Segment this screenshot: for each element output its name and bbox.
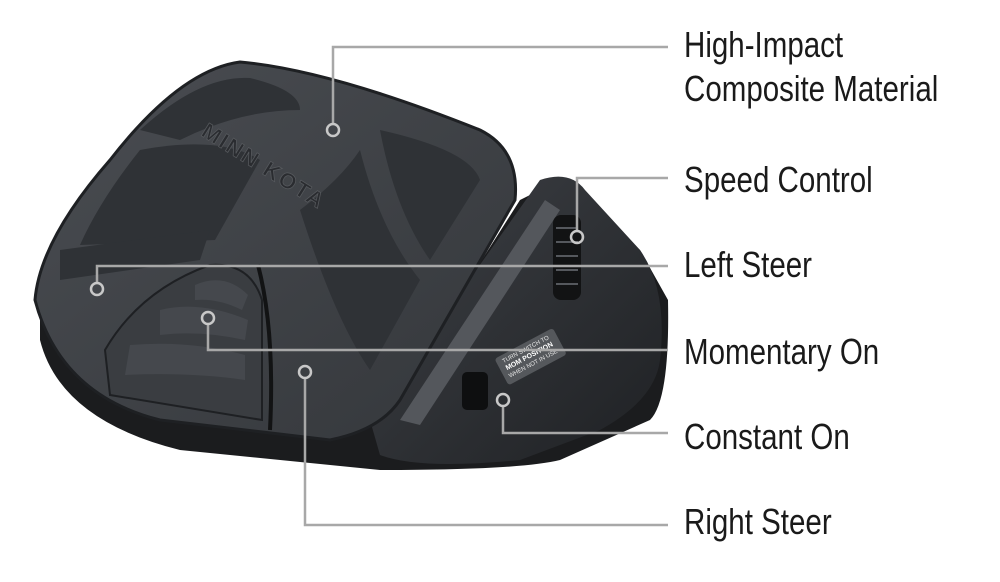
label-high-impact-material: High-Impact Composite Material [684, 23, 938, 111]
marker-constant [495, 392, 511, 408]
label-constant-on: Constant On [684, 416, 850, 457]
label-line: Composite Material [684, 68, 939, 109]
constant-momentary-switch [462, 372, 488, 410]
grip-pads [60, 77, 480, 370]
callout-lines [95, 45, 668, 527]
marker-material [325, 122, 341, 138]
callout-line-left [95, 264, 668, 283]
callout-line-material [331, 45, 668, 124]
marker-momentary [200, 310, 216, 326]
accessory-tray [370, 176, 662, 464]
callout-markers [89, 122, 585, 408]
marker-right [297, 364, 313, 380]
label-momentary-on: Momentary On [684, 331, 880, 372]
callout-line-momentary [206, 324, 668, 352]
label-right-steer: Right Steer [684, 501, 832, 542]
marker-speed [569, 229, 585, 245]
callout-line-speed [575, 176, 668, 231]
marker-left [89, 281, 105, 297]
label-speed-control: Speed Control [684, 159, 873, 200]
speed-control-wheel [553, 215, 581, 300]
callout-line-right [303, 378, 668, 527]
label-line: High-Impact [684, 24, 844, 65]
label-left-steer: Left Steer [684, 244, 812, 285]
callout-line-constant [501, 406, 668, 435]
